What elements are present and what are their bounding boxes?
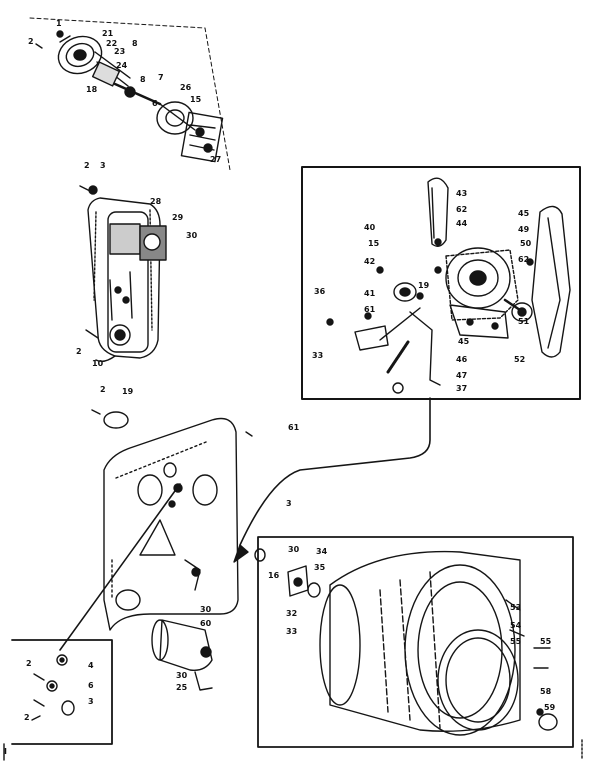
belt-assembly-linework — [79, 185, 167, 363]
part-label: 15 — [190, 95, 202, 104]
part-label: 29 — [172, 213, 184, 222]
part-label: 36 — [314, 287, 326, 296]
part-label: 3 — [88, 697, 94, 706]
part-label: 58 — [540, 687, 552, 696]
part-label: 18 — [86, 85, 98, 94]
part-label: 22 — [106, 39, 118, 48]
part-label: 2 — [24, 713, 30, 722]
part-label: 15 — [368, 239, 380, 248]
part-label: 27 — [210, 155, 222, 164]
page-mark: I — [4, 747, 7, 756]
part-label: 33 — [286, 627, 298, 636]
part-label: 34 — [316, 547, 328, 556]
part-label: 2 — [100, 385, 106, 394]
part-label: 30 — [186, 231, 198, 240]
part-label: 26 — [180, 83, 192, 92]
part-label: 61 — [288, 423, 300, 432]
part-label: 8 — [132, 39, 138, 48]
drum-linework — [254, 536, 583, 761]
part-label: 50 — [520, 239, 532, 248]
part-label: 3 — [100, 161, 106, 170]
part-label: 45 — [458, 337, 470, 346]
part-label: 8 — [140, 75, 146, 84]
part-label: 46 — [456, 355, 468, 364]
part-label: 24 — [116, 61, 128, 70]
part-label: 42 — [364, 257, 376, 266]
motor-inset-linework — [233, 166, 581, 563]
part-label: 30 — [200, 605, 212, 614]
part-label: 44 — [456, 219, 468, 228]
part-label: 6 — [88, 681, 94, 690]
part-label: 19 — [122, 387, 134, 396]
part-label: 4 — [88, 661, 94, 670]
part-label: 41 — [364, 289, 376, 298]
part-label: 45 — [518, 209, 530, 218]
top-cluster-linework — [29, 17, 231, 171]
part-label: 7 — [158, 73, 164, 82]
part-label: 16 — [268, 571, 280, 580]
part-label: 52 — [514, 355, 526, 364]
bulkhead-linework — [59, 409, 253, 691]
part-label: 30 — [288, 545, 300, 554]
part-label: 2 — [26, 659, 32, 668]
part-label: 40 — [364, 223, 376, 232]
part-label: 10 — [92, 359, 104, 368]
part-label: 43 — [456, 189, 468, 198]
part-label: 55 — [510, 637, 522, 646]
part-label: 19 — [418, 281, 430, 290]
part-label: 59 — [544, 703, 556, 712]
part-label: 33 — [312, 351, 324, 360]
part-label: 60 — [200, 619, 212, 628]
part-label: 25 — [176, 683, 188, 692]
part-label: 35 — [314, 563, 326, 572]
part-label: 54 — [510, 621, 522, 630]
detail-box-linework — [3, 639, 113, 761]
part-label: 37 — [456, 384, 468, 393]
part-label: 49 — [518, 225, 530, 234]
part-label: 28 — [150, 197, 162, 206]
part-label: 32 — [286, 609, 298, 618]
part-label: 2 — [28, 37, 34, 46]
part-label: 30 — [176, 671, 188, 680]
part-label: 2 — [76, 347, 82, 356]
part-label: 47 — [456, 371, 468, 380]
part-label: 23 — [114, 47, 126, 56]
part-label: 62 — [456, 205, 468, 214]
part-label: 53 — [510, 603, 522, 612]
part-label: 2 — [84, 161, 90, 170]
part-label: 21 — [102, 29, 114, 38]
part-label: 51 — [518, 317, 530, 326]
part-label: 1 — [56, 19, 62, 28]
part-label: 55 — [540, 637, 552, 646]
part-label: 3 — [286, 499, 292, 508]
part-label: 6 — [152, 99, 158, 108]
part-label: 61 — [364, 305, 376, 314]
part-label: 62 — [518, 255, 530, 264]
